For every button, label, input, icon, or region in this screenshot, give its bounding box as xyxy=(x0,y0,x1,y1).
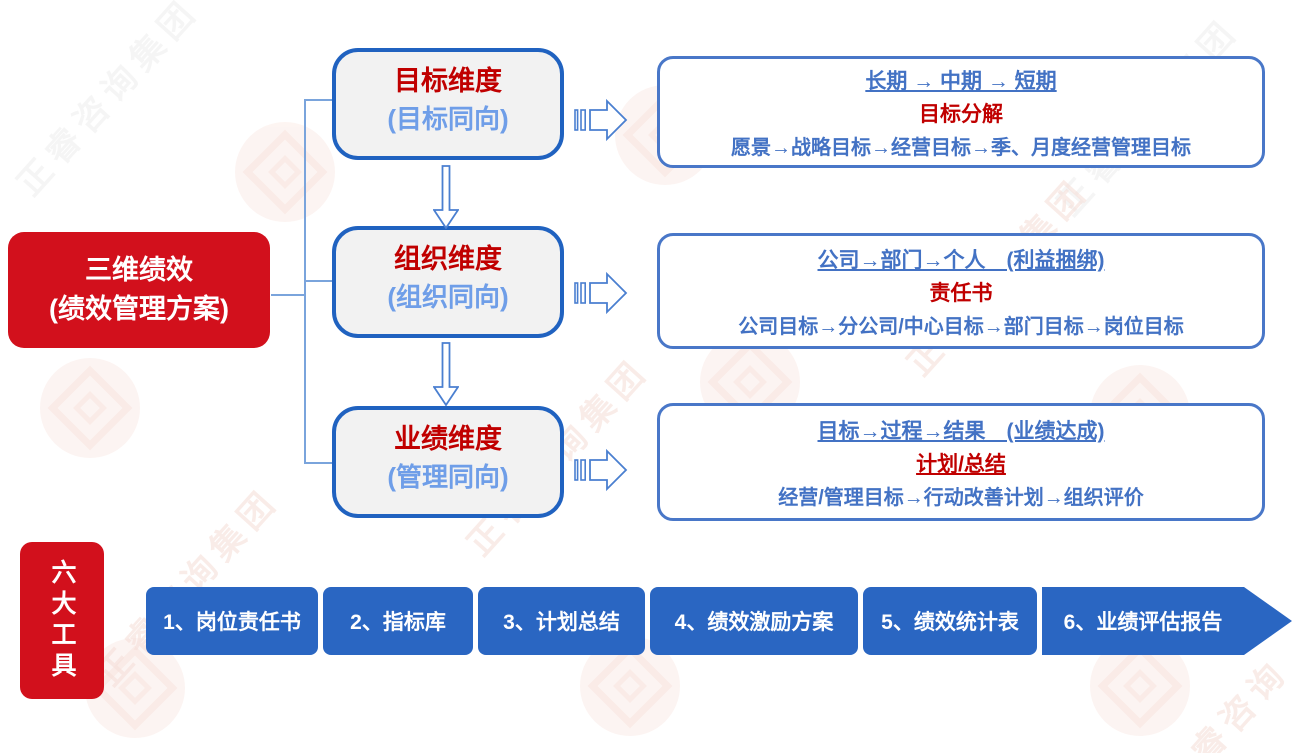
detail-flow: 目标→过程→结果 (业绩达成) xyxy=(817,419,1105,443)
detail-cascade: 公司目标→分公司/中心目标→部门目标→岗位目标 xyxy=(738,315,1184,338)
tool-bar-1: 1、岗位责任书 xyxy=(146,587,318,655)
zhengrui-logo-watermark xyxy=(235,122,335,222)
detail-keyword: 目标分解 xyxy=(919,102,1003,126)
root-title-line1: 三维绩效 xyxy=(85,254,193,285)
six-tools-text: 六大工具 xyxy=(48,558,76,683)
tool-bar-3: 3、计划总结 xyxy=(478,587,645,655)
detail-flow: 长期 → 中期 → 短期 xyxy=(865,69,1057,93)
watermark-text: 正睿咨询 xyxy=(1156,651,1297,753)
striped-right-arrow-icon xyxy=(574,448,628,492)
tool-bar-row: 1、岗位责任书 2、指标库 3、计划总结 4、绩效激励方案 5、绩效统计表 6、… xyxy=(146,587,1292,655)
tool-bar-2: 2、指标库 xyxy=(323,587,473,655)
tool-bar-5: 5、绩效统计表 xyxy=(863,587,1037,655)
connector-stub-bottom xyxy=(304,462,332,464)
detail-box-organization: 公司→部门→个人 (利益捆绑) 责任书 公司目标→分公司/中心目标→部门目标→岗… xyxy=(657,233,1265,349)
dimension-box-goal: 目标维度 (目标同向) xyxy=(332,48,564,160)
root-title-line2: (绩效管理方案) xyxy=(49,294,229,324)
dimension-title: 组织维度 xyxy=(394,244,502,274)
dimension-subtitle: (组织同向) xyxy=(387,281,509,312)
connector-stub-middle xyxy=(304,280,332,282)
detail-keyword: 责任书 xyxy=(929,281,993,305)
detail-box-performance: 目标→过程→结果 (业绩达成) 计划/总结 经营/管理目标→行动改善计划→组织评… xyxy=(657,403,1265,521)
detail-cascade: 经营/管理目标→行动改善计划→组织评价 xyxy=(778,486,1144,509)
zhengrui-logo-watermark xyxy=(40,358,140,458)
watermark-text: 正睿咨询集团 xyxy=(83,474,288,694)
root-box: 三维绩效 (绩效管理方案) xyxy=(8,232,270,348)
detail-cascade: 愿景→战略目标→经营目标→季、月度经营管理目标 xyxy=(731,136,1191,159)
detail-box-goal: 长期 → 中期 → 短期 目标分解 愿景→战略目标→经营目标→季、月度经营管理目… xyxy=(657,56,1265,168)
detail-keyword: 计划/总结 xyxy=(916,452,1006,476)
watermark-text: 正睿咨询集团 xyxy=(10,0,208,204)
detail-flow: 公司→部门→个人 (利益捆绑) xyxy=(817,248,1105,272)
connector-root-link xyxy=(271,294,304,296)
dimension-box-performance: 业绩维度 (管理同向) xyxy=(332,406,564,518)
tool-bar-6: 6、业绩评估报告 xyxy=(1042,587,1292,655)
dimension-title: 目标维度 xyxy=(394,66,502,96)
dimension-subtitle: (目标同向) xyxy=(387,103,509,134)
six-tools-label: 六大工具 xyxy=(20,542,104,699)
dimension-box-organization: 组织维度 (组织同向) xyxy=(332,226,564,338)
striped-right-arrow-icon xyxy=(574,271,628,315)
down-arrow-icon xyxy=(433,342,459,406)
tool-bar-4: 4、绩效激励方案 xyxy=(650,587,858,655)
striped-right-arrow-icon xyxy=(574,98,628,142)
dimension-subtitle: (管理同向) xyxy=(387,461,509,492)
dimension-title: 业绩维度 xyxy=(394,424,502,454)
down-arrow-icon xyxy=(433,165,459,229)
connector-stub-top xyxy=(304,99,332,101)
